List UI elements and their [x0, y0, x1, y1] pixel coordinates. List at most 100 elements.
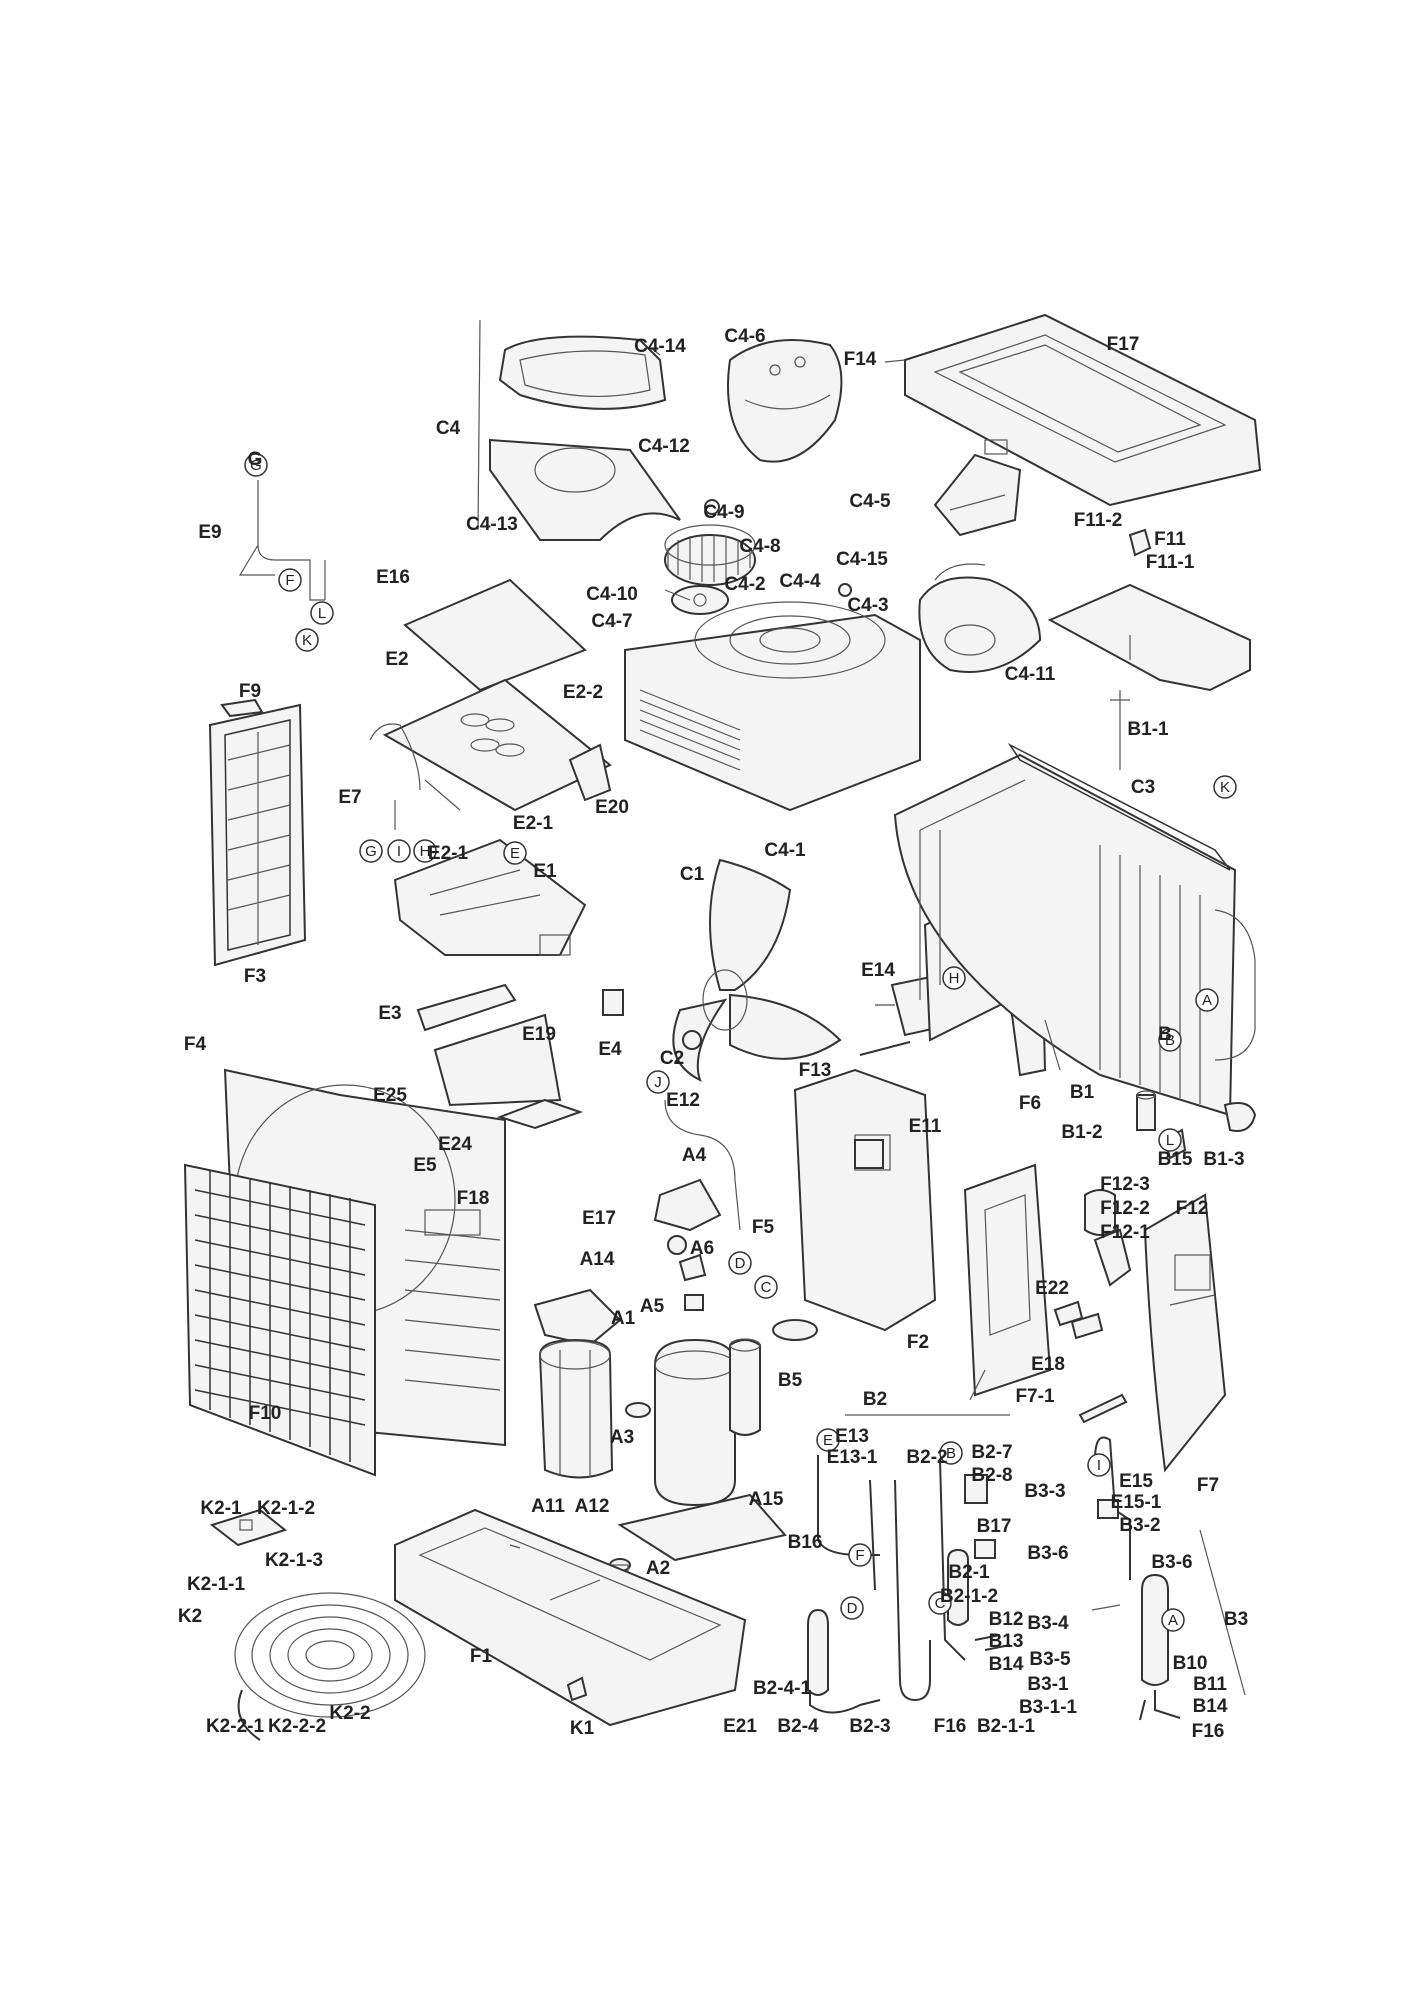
part-label-e22: E22 — [1035, 1278, 1069, 1299]
part-label-c4-10: C4-10 — [586, 584, 638, 605]
compressor-a1 — [654, 1338, 761, 1507]
part-label-c1: C1 — [680, 864, 705, 885]
part-label-e11: E11 — [909, 1116, 942, 1137]
grille-f3 — [208, 703, 307, 967]
part-label-f1: F1 — [470, 1646, 493, 1667]
part-label-e19: E19 — [522, 1024, 556, 1045]
part-label-e14: E14 — [861, 960, 895, 981]
ref-circle-f — [278, 568, 302, 592]
ref-letter-i: I — [397, 843, 401, 860]
ref-letter-g: G — [365, 843, 377, 860]
part-label-a1: A1 — [611, 1308, 636, 1329]
part-label-b2-4-1: B2-4-1 — [753, 1678, 812, 1699]
part-label-c4-13: C4-13 — [466, 514, 518, 535]
assembly-c4-11 — [918, 563, 1042, 673]
part-label-b3-6b: B3-6 — [1151, 1552, 1192, 1573]
ref-letter-h: H — [949, 970, 960, 987]
part-label-e5: E5 — [413, 1155, 437, 1176]
part-label-b: B — [1158, 1024, 1172, 1045]
part-label-b1-1: B1-1 — [1127, 719, 1169, 740]
part-b1-2 — [1136, 1090, 1156, 1131]
part-label-b2-1-2: B2-1-2 — [940, 1586, 998, 1607]
part-label-f16a: F16 — [934, 1716, 967, 1737]
motor-c4-5 — [933, 439, 1022, 537]
part-label-f17: F17 — [1107, 334, 1140, 355]
c4-brace — [477, 319, 481, 531]
part-label-c4-5: C4-5 — [849, 491, 891, 512]
leader-lines — [509, 347, 1121, 1611]
part-label-b1-3: B1-3 — [1203, 1149, 1244, 1170]
part-k1 — [566, 1676, 588, 1702]
ref-circle-i — [1087, 1453, 1111, 1477]
ref-letter-j: J — [654, 1074, 662, 1091]
part-label-f5: F5 — [752, 1217, 775, 1238]
ref-circle-h — [413, 839, 437, 863]
part-label-e13-1: E13-1 — [827, 1447, 878, 1468]
jacket-a11-a12 — [538, 1338, 614, 1479]
part-e17 — [667, 1235, 687, 1255]
plate-a15 — [617, 1493, 787, 1562]
box-k2-1 — [209, 1508, 288, 1547]
part-label-c4-6: C4-6 — [724, 326, 765, 347]
part-label-c2: C2 — [660, 1048, 684, 1069]
part-label-e15-1: E15-1 — [1111, 1492, 1162, 1513]
terminal-e4 — [602, 989, 624, 1016]
part-label-e2-2: E2-2 — [563, 682, 603, 703]
screw-c4-4 — [838, 583, 852, 597]
part-label-k2-1-2: K2-1-2 — [257, 1498, 315, 1519]
part-a5 — [684, 1294, 704, 1311]
part-label-e9: E9 — [198, 522, 221, 543]
ref-letter-f: F — [855, 1547, 864, 1564]
ref-circle-j — [646, 1070, 670, 1094]
ref-circle-c — [928, 1591, 952, 1615]
ref-letter-a: A — [1202, 992, 1212, 1009]
part-label-b2-3: B2-3 — [849, 1716, 890, 1737]
part-label-f2: F2 — [907, 1332, 929, 1353]
part-label-f11: F11 — [1154, 529, 1186, 550]
part-label-b3: B3 — [1224, 1609, 1248, 1630]
part-label-a3: A3 — [610, 1427, 634, 1448]
part-label-b13: B13 — [989, 1631, 1024, 1652]
part-label-a15: A15 — [749, 1489, 784, 1510]
part-label-f11-1: F11-1 — [1146, 552, 1195, 573]
ref-letter-d: D — [847, 1600, 858, 1617]
part-a6 — [678, 1253, 707, 1282]
nut-c2 — [682, 1030, 702, 1050]
part-a3 — [625, 1402, 651, 1418]
clip-f9 — [220, 698, 264, 718]
part-label-f12-2: F12-2 — [1100, 1198, 1150, 1219]
ref-circle-e — [816, 1428, 840, 1452]
part-label-e15: E15 — [1119, 1471, 1153, 1492]
part-label-f11-2: F11-2 — [1074, 510, 1123, 531]
part-e11 — [854, 1139, 884, 1169]
pcb-e2 — [382, 678, 612, 812]
part-label-c4-14: C4-14 — [634, 336, 686, 357]
ref-circle-c — [754, 1275, 778, 1299]
part-label-e18: E18 — [1031, 1354, 1065, 1375]
part-label-b10: B10 — [1173, 1653, 1208, 1674]
fan-housing-c4-1 — [624, 601, 921, 812]
ref-circle-g — [359, 839, 383, 863]
part-label-c4-15: C4-15 — [836, 549, 888, 570]
condenser-coil-b1 — [893, 753, 1256, 1117]
disc-b5 — [772, 1319, 818, 1341]
ref-circle-a — [1161, 1608, 1185, 1632]
clip-f11-2 — [1128, 528, 1152, 557]
part-label-e7: E7 — [338, 787, 361, 808]
ref-circle-d — [840, 1596, 864, 1620]
part-label-e24: E24 — [438, 1134, 472, 1155]
ref-letter-c: C — [935, 1595, 946, 1612]
part-label-c4-1: C4-1 — [764, 840, 806, 861]
strip-f7-1 — [1078, 1393, 1128, 1424]
piping-b2 — [807, 1414, 1011, 1714]
ref-letter-e: E — [510, 845, 520, 862]
housing-c4-6 — [727, 339, 843, 463]
part-label-e4: E4 — [598, 1039, 622, 1060]
ref-circle-h — [942, 966, 966, 990]
ref-letter-b: B — [1165, 1032, 1175, 1049]
part-label-f13: F13 — [799, 1060, 832, 1081]
part-label-e2-1: E2-1 — [513, 813, 554, 834]
part-label-b3-2: B3-2 — [1119, 1515, 1160, 1536]
blower-wheel-c4-8 — [664, 524, 756, 586]
ref-letter-g: G — [250, 457, 262, 474]
